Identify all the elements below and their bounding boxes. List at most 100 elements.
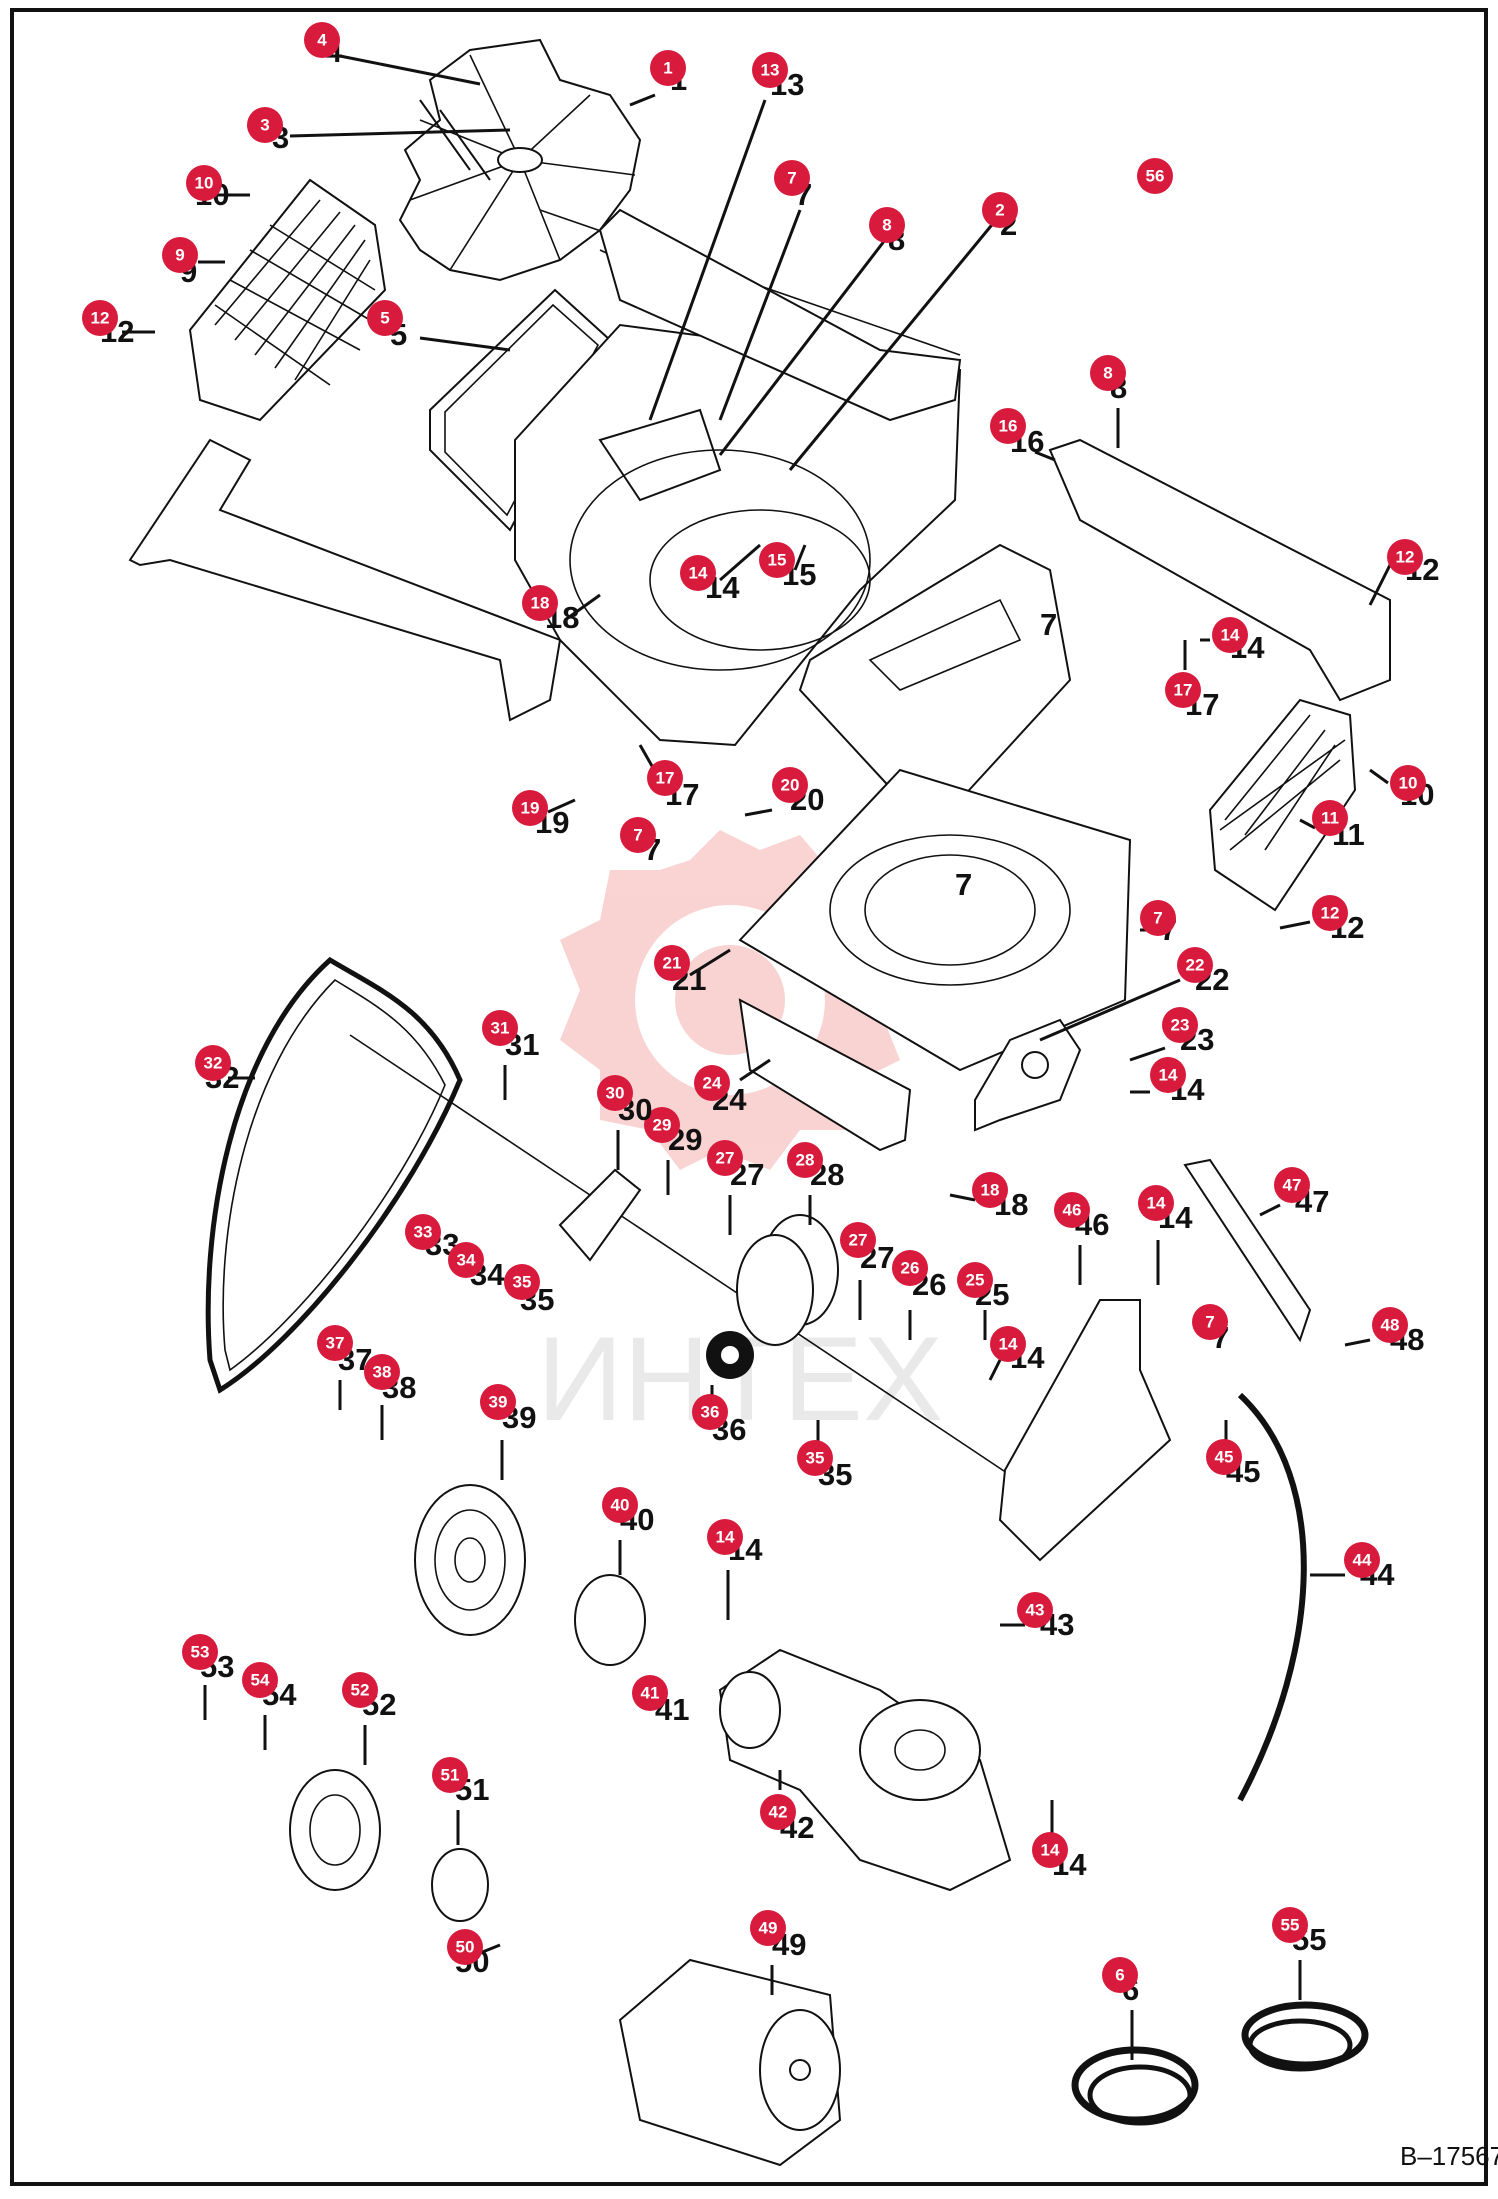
callout-badge[interactable] bbox=[1150, 1057, 1186, 1093]
callout-badge[interactable] bbox=[759, 542, 795, 578]
callout-badge[interactable] bbox=[247, 107, 283, 143]
callout-badge[interactable] bbox=[774, 160, 810, 196]
callout-badge-number: 12 bbox=[91, 309, 110, 328]
callout-badge-number: 48 bbox=[1381, 1316, 1400, 1335]
callout-badge[interactable] bbox=[317, 1325, 353, 1361]
callout-badge[interactable] bbox=[1162, 1007, 1198, 1043]
callout-badge[interactable] bbox=[186, 165, 222, 201]
callout-c2: 22 bbox=[788, 192, 1018, 471]
callout-badge[interactable] bbox=[512, 790, 548, 826]
callout-badge[interactable] bbox=[644, 1107, 680, 1143]
callout-badge[interactable] bbox=[1017, 1592, 1053, 1628]
callout-badge[interactable] bbox=[597, 1075, 633, 1111]
callout-badge[interactable] bbox=[1192, 1304, 1228, 1340]
callout-badge[interactable] bbox=[1137, 158, 1173, 194]
leader-line bbox=[339, 54, 481, 86]
callout-badge-number: 15 bbox=[768, 551, 787, 570]
callout-badge[interactable] bbox=[1372, 1307, 1408, 1343]
callout-badge[interactable] bbox=[1054, 1192, 1090, 1228]
callout-badge[interactable] bbox=[1312, 800, 1348, 836]
callout-badge[interactable] bbox=[1032, 1832, 1068, 1868]
callout-badge[interactable] bbox=[1138, 1185, 1174, 1221]
callout-badge[interactable] bbox=[692, 1394, 728, 1430]
callout-badge[interactable] bbox=[1102, 1957, 1138, 1993]
callout-badge[interactable] bbox=[1390, 765, 1426, 801]
callout-badge[interactable] bbox=[787, 1142, 823, 1178]
callout-badge[interactable] bbox=[797, 1440, 833, 1476]
callout-badge[interactable] bbox=[1387, 539, 1423, 575]
callout-badge[interactable] bbox=[342, 1672, 378, 1708]
callout-badge[interactable] bbox=[1312, 895, 1348, 931]
callout-badge[interactable] bbox=[242, 1662, 278, 1698]
callout-badge[interactable] bbox=[480, 1384, 516, 1420]
callout-badge[interactable] bbox=[990, 408, 1026, 444]
callout-badge[interactable] bbox=[869, 207, 905, 243]
callout-badge[interactable] bbox=[650, 50, 686, 86]
callout-badge[interactable] bbox=[1274, 1167, 1310, 1203]
callout-badge[interactable] bbox=[750, 1910, 786, 1946]
callout-badge[interactable] bbox=[1344, 1542, 1380, 1578]
callout-badge[interactable] bbox=[647, 760, 683, 796]
left-grille bbox=[188, 178, 387, 422]
callout-badge[interactable] bbox=[680, 555, 716, 591]
callout-badge[interactable] bbox=[1272, 1907, 1308, 1943]
callout-badge[interactable] bbox=[694, 1065, 730, 1101]
leader-line bbox=[949, 1193, 976, 1202]
callout-badge[interactable] bbox=[602, 1487, 638, 1523]
callout-badge-number: 49 bbox=[759, 1919, 778, 1938]
callout-badge[interactable] bbox=[482, 1010, 518, 1046]
callout-badge[interactable] bbox=[182, 1634, 218, 1670]
callout-badge[interactable] bbox=[364, 1354, 400, 1390]
support-bracket bbox=[998, 1299, 1172, 1562]
callout-badge[interactable] bbox=[840, 1222, 876, 1258]
callout-badge[interactable] bbox=[707, 1140, 743, 1176]
callout-badge[interactable] bbox=[957, 1262, 993, 1298]
callout-badge[interactable] bbox=[432, 1757, 468, 1793]
callout-badge[interactable] bbox=[1165, 672, 1201, 708]
callout-c5: 55 bbox=[367, 300, 511, 352]
callout-badge[interactable] bbox=[367, 300, 403, 336]
callout-badge[interactable] bbox=[620, 817, 656, 853]
callout-badge[interactable] bbox=[304, 22, 340, 58]
callout-badge-number: 6 bbox=[1115, 1966, 1124, 1985]
callout-badge[interactable] bbox=[654, 945, 690, 981]
callout-badge[interactable] bbox=[1206, 1439, 1242, 1475]
callout-badge[interactable] bbox=[1140, 900, 1176, 936]
callout-badge[interactable] bbox=[972, 1172, 1008, 1208]
callout-badge[interactable] bbox=[1212, 617, 1248, 653]
callout-badge[interactable] bbox=[772, 767, 808, 803]
callout-badge[interactable] bbox=[752, 52, 788, 88]
callout-badge[interactable] bbox=[405, 1214, 441, 1250]
callout-badge[interactable] bbox=[82, 300, 118, 336]
callout-badge[interactable] bbox=[760, 1794, 796, 1830]
callout-badge[interactable] bbox=[982, 192, 1018, 228]
callout-badge[interactable] bbox=[707, 1519, 743, 1555]
callout-badge[interactable] bbox=[448, 1242, 484, 1278]
callout-badge[interactable] bbox=[195, 1045, 231, 1081]
callout-badge[interactable] bbox=[990, 1326, 1026, 1362]
callout-badge[interactable] bbox=[504, 1264, 540, 1300]
callout-badge[interactable] bbox=[522, 585, 558, 621]
callout-badge[interactable] bbox=[447, 1929, 483, 1965]
callout-badge-number: 53 bbox=[191, 1643, 210, 1662]
callout-badge[interactable] bbox=[1090, 355, 1126, 391]
callout-badge[interactable] bbox=[162, 237, 198, 273]
callout-badge[interactable] bbox=[1177, 947, 1213, 983]
callout-badge[interactable] bbox=[892, 1250, 928, 1286]
callout-badge-number: 10 bbox=[195, 174, 214, 193]
callout-badge-number: 1 bbox=[663, 59, 672, 78]
callout-badge[interactable] bbox=[632, 1675, 668, 1711]
